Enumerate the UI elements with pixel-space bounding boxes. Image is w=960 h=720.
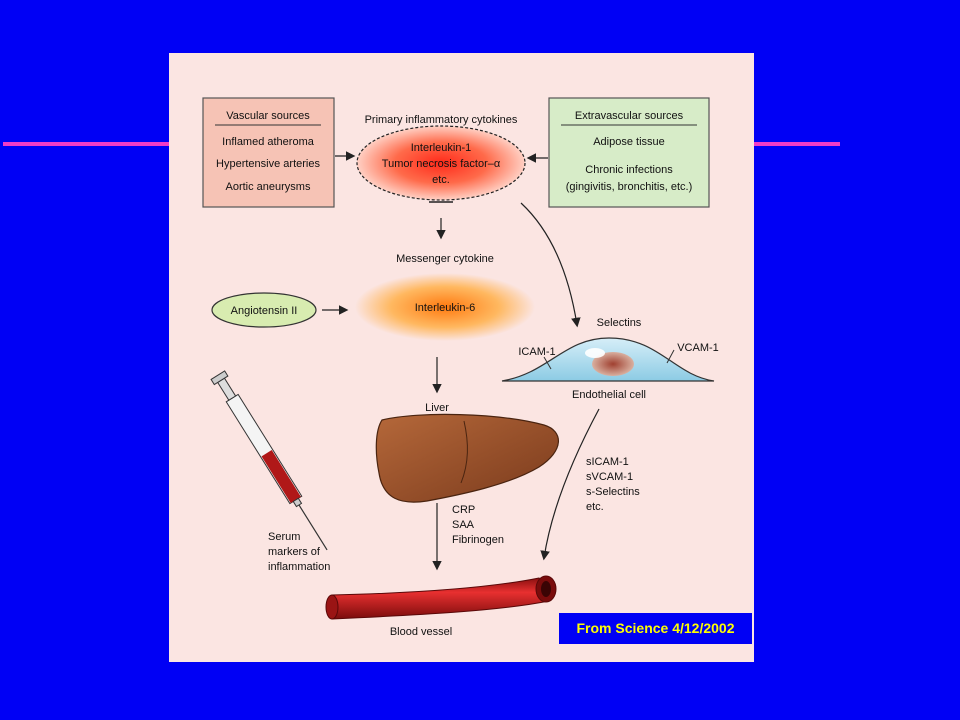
source-credit: From Science 4/12/2002: [559, 613, 752, 644]
right-accent-line: [750, 142, 840, 146]
primary-cytokines-ellipse: [356, 125, 526, 201]
primary-cytokines-title: Primary inflammatory cytokines: [365, 114, 518, 126]
primary-cytokine-item: Interleukin-1: [411, 142, 472, 154]
soluble-marker: s-Selectins: [586, 486, 640, 498]
liver-label: Liver: [425, 402, 449, 414]
interleukin-6-label: Interleukin-6: [415, 302, 476, 314]
extravascular-source-item: Adipose tissue: [593, 136, 665, 148]
extravascular-sources-box: Extravascular sources Adipose tissue Chr…: [548, 97, 710, 208]
blood-vessel: [325, 575, 557, 620]
soluble-marker: sICAM-1: [586, 456, 629, 468]
liver-product: SAA: [452, 519, 475, 531]
icam-label: ICAM-1: [518, 346, 555, 358]
liver-product: CRP: [452, 504, 475, 516]
left-accent-line: [3, 142, 175, 146]
angiotensin-ellipse: [211, 292, 317, 328]
syringe-icon: [210, 370, 328, 551]
arrow-endothelium-to-vessel: [540, 408, 600, 561]
primary-cytokine-item: Tumor necrosis factor–α: [382, 158, 501, 170]
selectins-label: Selectins: [597, 317, 642, 329]
serum-markers-line: Serum: [268, 531, 300, 543]
primary-cytokine-item: etc.: [432, 174, 450, 186]
angiotensin-label: Angiotensin II: [231, 305, 298, 317]
blood-vessel-label: Blood vessel: [390, 626, 452, 638]
endothelial-cell: [501, 337, 715, 382]
extravascular-sources-title: Extravascular sources: [575, 110, 684, 122]
vascular-sources-title: Vascular sources: [226, 110, 310, 122]
extravascular-source-item: (gingivitis, bronchitis, etc.): [566, 181, 693, 193]
vcam-label: VCAM-1: [677, 342, 719, 354]
inflammation-diagram: Vascular sources Inflamed atheroma Hyper…: [202, 97, 719, 638]
diagram-panel: Vascular sources Inflamed atheroma Hyper…: [169, 53, 754, 662]
vascular-sources-box: Vascular sources Inflamed atheroma Hyper…: [202, 97, 335, 208]
vascular-source-item: Aortic aneurysms: [226, 181, 311, 193]
interleukin-6-blob: [355, 273, 535, 341]
soluble-marker: sVCAM-1: [586, 471, 633, 483]
soluble-marker: etc.: [586, 501, 604, 513]
extravascular-source-item: Chronic infections: [585, 164, 673, 176]
arrow-cytokines-to-endothelium: [520, 202, 581, 328]
serum-markers-line: markers of: [268, 546, 321, 558]
vascular-source-item: Hypertensive arteries: [216, 158, 320, 170]
serum-markers-line: inflammation: [268, 561, 330, 573]
messenger-cytokine-title: Messenger cytokine: [396, 253, 494, 265]
endothelial-cell-label: Endothelial cell: [572, 389, 646, 401]
liver-product: Fibrinogen: [452, 534, 504, 546]
vascular-source-item: Inflamed atheroma: [222, 136, 315, 148]
